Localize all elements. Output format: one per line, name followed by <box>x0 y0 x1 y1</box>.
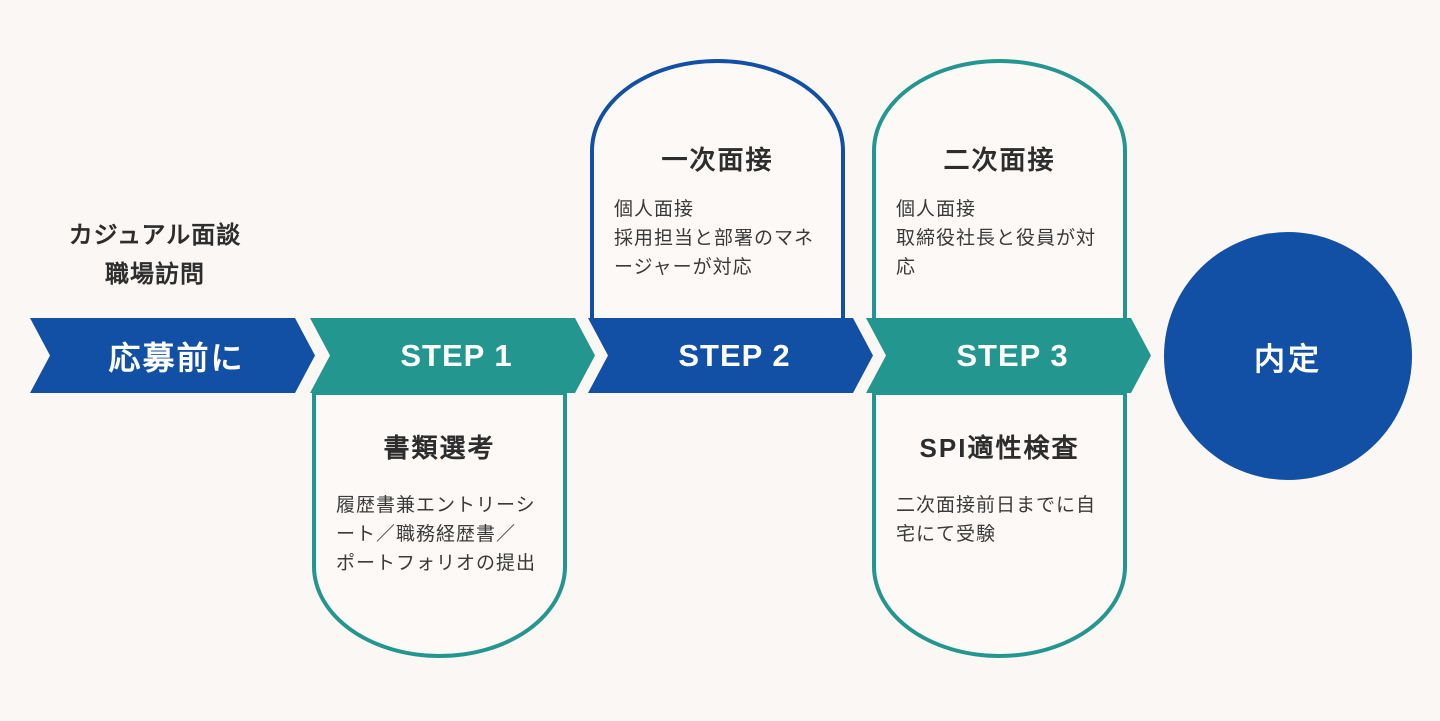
pre-note-line-2: 職場訪問 <box>105 261 205 288</box>
banner-step-1: STEP 1 <box>310 318 595 393</box>
banner-step-2: STEP 2 <box>588 318 873 393</box>
card-first-interview: 一次面接 個人面接 採用担当と部署のマネ ージャーが対応 <box>590 59 845 322</box>
card-document-screening: 書類選考 履歴書兼エントリーシ ート／職務経歴書／ ポートフォリオの提出 <box>312 391 567 658</box>
card-second-interview-body: 個人面接 取締役社長と役員が対 応 <box>896 199 1097 278</box>
pre-application-note: カジュアル面談 職場訪問 <box>35 216 275 294</box>
banner-step-1-label: STEP 1 <box>400 337 513 373</box>
card-spi-test: SPI適性検査 二次面接前日までに自 宅にて受験 <box>872 391 1127 658</box>
offer-circle: 内定 <box>1164 232 1412 480</box>
banner-step-3: STEP 3 <box>866 318 1151 393</box>
banner-step-2-label: STEP 2 <box>678 337 791 373</box>
card-document-screening-title: 書類選考 <box>383 433 496 463</box>
banner-pre-apply-label: 応募前に <box>108 339 245 376</box>
pre-note-line-1: カジュアル面談 <box>68 222 242 249</box>
offer-circle-label: 内定 <box>1254 341 1322 377</box>
banner-step-3-label: STEP 3 <box>956 337 1069 373</box>
banner-pre-apply: 応募前に <box>30 318 315 393</box>
card-first-interview-title: 一次面接 <box>661 145 774 175</box>
card-spi-test-title: SPI適性検査 <box>919 433 1080 463</box>
card-second-interview-title: 二次面接 <box>943 145 1056 175</box>
card-first-interview-body: 個人面接 採用担当と部署のマネ ージャーが対応 <box>614 199 815 278</box>
card-document-screening-body: 履歴書兼エントリーシ ート／職務経歴書／ ポートフォリオの提出 <box>336 495 537 574</box>
card-spi-test-body: 二次面接前日までに自 宅にて受験 <box>896 495 1097 545</box>
card-second-interview: 二次面接 個人面接 取締役社長と役員が対 応 <box>872 59 1127 322</box>
